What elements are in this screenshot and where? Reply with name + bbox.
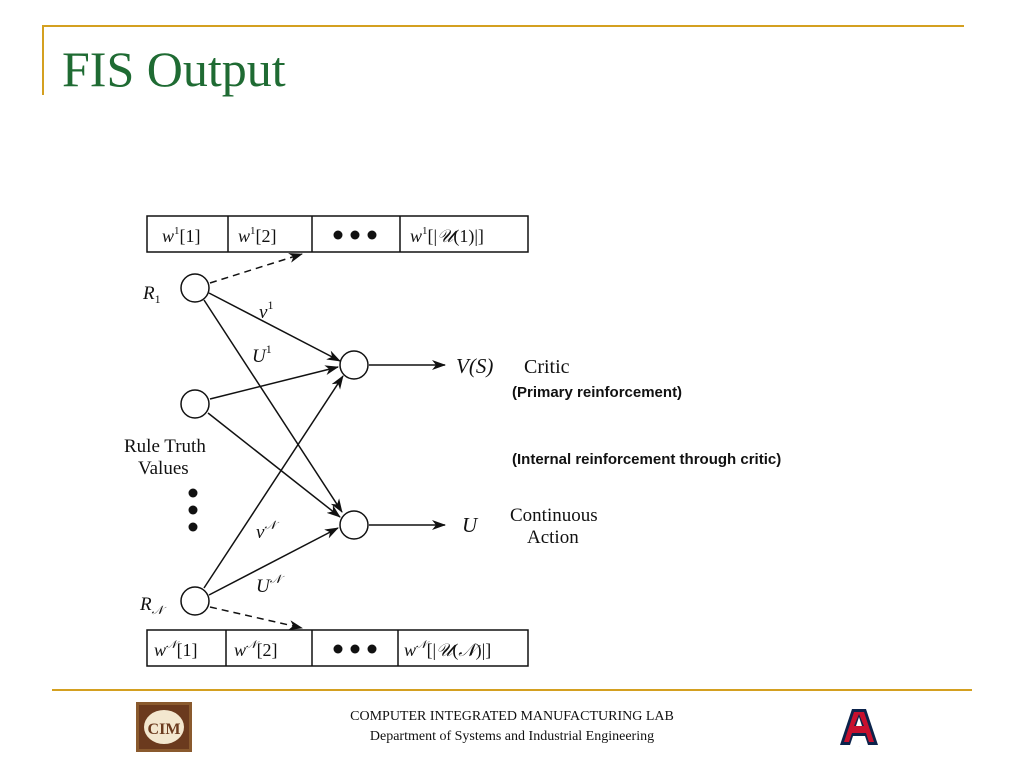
title-frame-top (42, 25, 964, 27)
bottom-weight-cell-2: w𝒩[2] (234, 639, 278, 660)
rule-label-1: R1 (142, 283, 161, 306)
ellipsis-dot (367, 230, 377, 240)
edge-label-un: U𝒩 (256, 572, 285, 597)
university-block-a-logo: A (840, 709, 878, 748)
edge-rn-to-critic (203, 375, 344, 589)
footer-department: Department of Systems and Industrial Eng… (369, 729, 655, 744)
rule-ellipsis-dot (188, 505, 198, 515)
internal-reinforcement-note: (Internal reinforcement through critic) (512, 451, 782, 468)
primary-reinforcement-note: (Primary reinforcement) (512, 384, 683, 401)
rule-node-1 (180, 273, 210, 303)
rule-node-n (180, 586, 210, 616)
svg-text:CIM: CIM (148, 721, 181, 738)
bottom-weight-cell-1: w𝒩[1] (154, 639, 198, 660)
dashed-link-top (209, 253, 303, 284)
footer-lab-name: COMPUTER INTEGRATED MANUFACTURING LAB (350, 709, 674, 724)
block-a-fill-icon (844, 712, 874, 742)
rule-group-label-line2: Values (138, 458, 189, 479)
action-node (339, 510, 369, 540)
action-output-symbol: U (462, 513, 479, 537)
ellipsis-dot (333, 230, 343, 240)
cim-logo-mark: CIM (148, 721, 181, 738)
rule-ellipsis-dot (188, 522, 198, 532)
edge-r2-to-critic (209, 365, 339, 400)
top-weight-cell-last: w1[|𝒰(1)|] (410, 225, 484, 247)
critic-node (339, 350, 369, 380)
action-output-label-line1: Continuous (510, 505, 598, 526)
bottom-weight-cell-last: w𝒩[|𝒰(𝒩)|] (404, 639, 491, 661)
ellipsis-dot (350, 230, 360, 240)
edge-label-v1: v1 (259, 298, 273, 323)
ellipsis-dot (367, 644, 377, 654)
slide-title: FIS Output (62, 41, 286, 97)
footer-divider (52, 689, 972, 691)
svg-text:A: A (859, 745, 860, 748)
action-output-label-line2: Action (527, 527, 579, 548)
top-weight-table: w1[1] w1[2] w1[|𝒰(1)|] (146, 215, 529, 253)
dashed-link-bottom (209, 606, 303, 630)
rule-group-label-line1: Rule Truth (124, 436, 206, 457)
edge-r1-to-action (203, 299, 343, 513)
cim-logo-emblem: CIM (144, 710, 184, 744)
title-frame-left (42, 25, 44, 95)
rule-label-n: R𝒩 (139, 594, 167, 617)
critic-output-label: Critic (524, 356, 570, 378)
edge-r2-to-action (207, 412, 341, 518)
top-weight-cell-1: w1[1] (162, 225, 201, 246)
footer-text: COMPUTER INTEGRATED MANUFACTURING LAB De… (0, 707, 1024, 747)
edge-label-vn: v𝒩 (256, 518, 279, 543)
edge-label-u1: U1 (252, 342, 272, 367)
rule-node-2 (180, 389, 210, 419)
edge-rn-to-action (208, 527, 339, 596)
ellipsis-dot (350, 644, 360, 654)
ellipsis-dot (333, 644, 343, 654)
rule-ellipsis-dot (188, 488, 198, 498)
cim-lab-logo: CIM (136, 702, 192, 752)
critic-output-symbol: V(S) (456, 354, 493, 378)
bottom-weight-table: w𝒩[1] w𝒩[2] w𝒩[|𝒰(𝒩)|] (146, 629, 529, 667)
edge-r1-to-critic (208, 292, 341, 362)
top-weight-cell-2: w1[2] (238, 225, 277, 246)
